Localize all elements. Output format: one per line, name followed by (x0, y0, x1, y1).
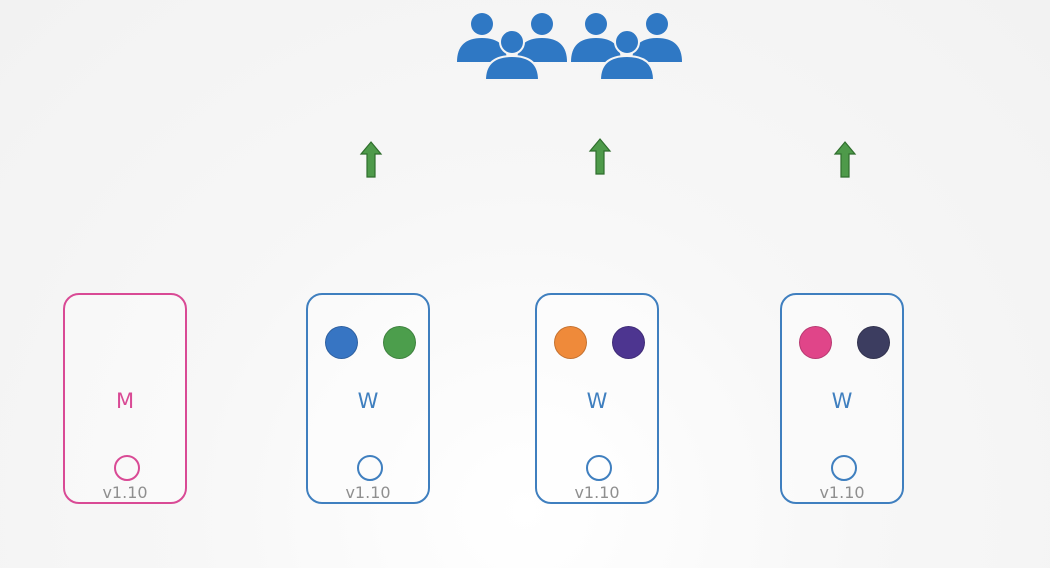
component-ring-icon (114, 455, 140, 481)
worker-node: W v1.10 (535, 293, 659, 504)
node-label: W (586, 389, 608, 413)
arrow-up-icon (359, 141, 383, 178)
component-ring-icon (357, 455, 383, 481)
node-version: v1.10 (345, 483, 391, 502)
users-group-svg (457, 13, 682, 81)
users-group-icon (456, 10, 684, 82)
node-label: W (357, 389, 379, 413)
component-ring-icon (831, 455, 857, 481)
component-ring-icon (586, 455, 612, 481)
node-version: v1.10 (102, 483, 148, 502)
arrow-up-icon (588, 138, 612, 175)
pod-icon (325, 326, 358, 359)
worker-node: W v1.10 (780, 293, 904, 504)
node-label: W (831, 389, 853, 413)
pod-icon (857, 326, 890, 359)
pod-icon (612, 326, 645, 359)
pod-icon (383, 326, 416, 359)
pod-icon (554, 326, 587, 359)
master-node: M v1.10 (63, 293, 187, 504)
pod-icon (799, 326, 832, 359)
worker-node: W v1.10 (306, 293, 430, 504)
arrow-up-icon (833, 141, 857, 178)
node-version: v1.10 (819, 483, 865, 502)
node-version: v1.10 (574, 483, 620, 502)
node-label: M (115, 389, 135, 413)
